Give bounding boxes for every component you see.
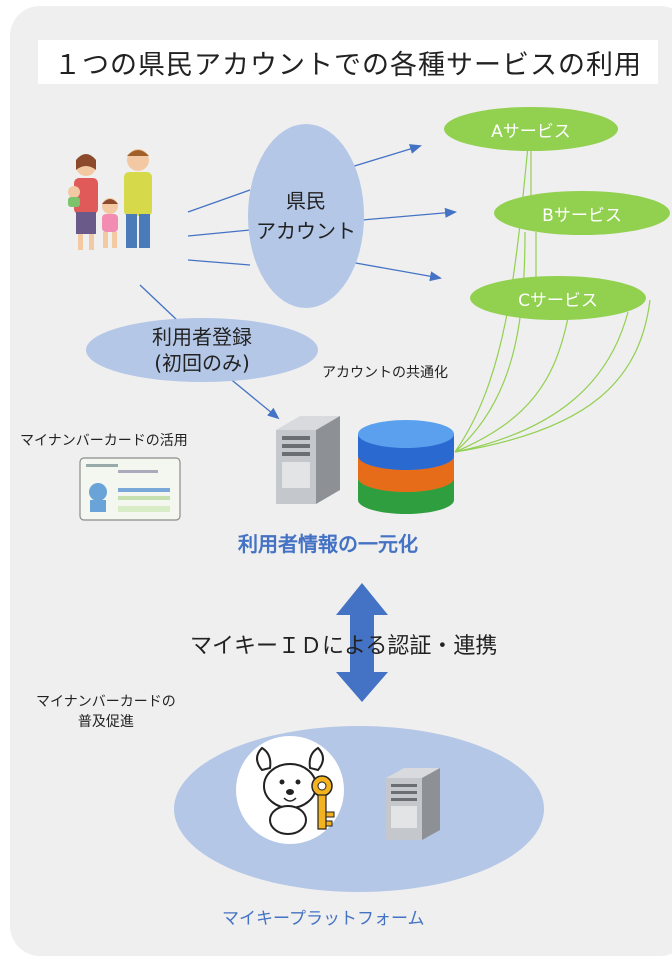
account-label-line2: アカウント [256, 219, 356, 243]
platform-ellipse [174, 726, 544, 892]
arrow-account-service-a [347, 144, 422, 169]
link-family-account-2 [187, 229, 251, 237]
service-a-label: Aサービス [491, 121, 571, 142]
double-arrow-icon [336, 583, 388, 702]
title-box: １つの県民アカウントでの各種サービスの利用 [38, 40, 658, 84]
service-c-ellipse: Cサービス [470, 276, 646, 320]
mynumber-usage-label: マイナンバーカードの活用 [20, 433, 188, 449]
registration-label-line1: 利用者登録 [152, 325, 252, 349]
registration-label-line2: (初回のみ) [154, 351, 250, 375]
link-family-account-1 [187, 189, 251, 213]
promotion-label-line2: 普及促進 [77, 714, 134, 730]
account-ellipse: 県民 アカウント [248, 124, 364, 308]
promotion-label: マイナンバーカードの 普及促進 [36, 692, 176, 732]
unification-label: 利用者情報の一元化 [238, 532, 418, 556]
account-label-line1: 県民 [286, 189, 326, 213]
auth-label: マイキーＩＤによる認証・連携 [190, 634, 498, 659]
page-title: １つの県民アカウントでの各種サービスの利用 [54, 49, 642, 81]
promotion-label-line1: マイナンバーカードの [36, 694, 176, 710]
service-b-ellipse: Bサービス [494, 191, 670, 235]
service-c-label: Cサービス [518, 290, 598, 311]
green-curve-c-db-1 [454, 317, 569, 453]
registration-ellipse: 利用者登録 (初回のみ) [86, 318, 318, 382]
link-family-account-3 [187, 259, 251, 266]
arrow-account-service-c [349, 261, 442, 282]
arrow-account-service-b [361, 207, 457, 221]
green-curve-b-db [454, 231, 526, 453]
account-sharing-label: アカウントの共通化 [322, 365, 448, 381]
green-curve-c-db-2 [454, 311, 629, 453]
service-a-ellipse: Aサービス [444, 107, 618, 151]
service-b-label: Bサービス [542, 205, 622, 226]
platform-label: マイキープラットフォーム [222, 909, 425, 929]
green-curve-c-db-3 [454, 299, 651, 453]
